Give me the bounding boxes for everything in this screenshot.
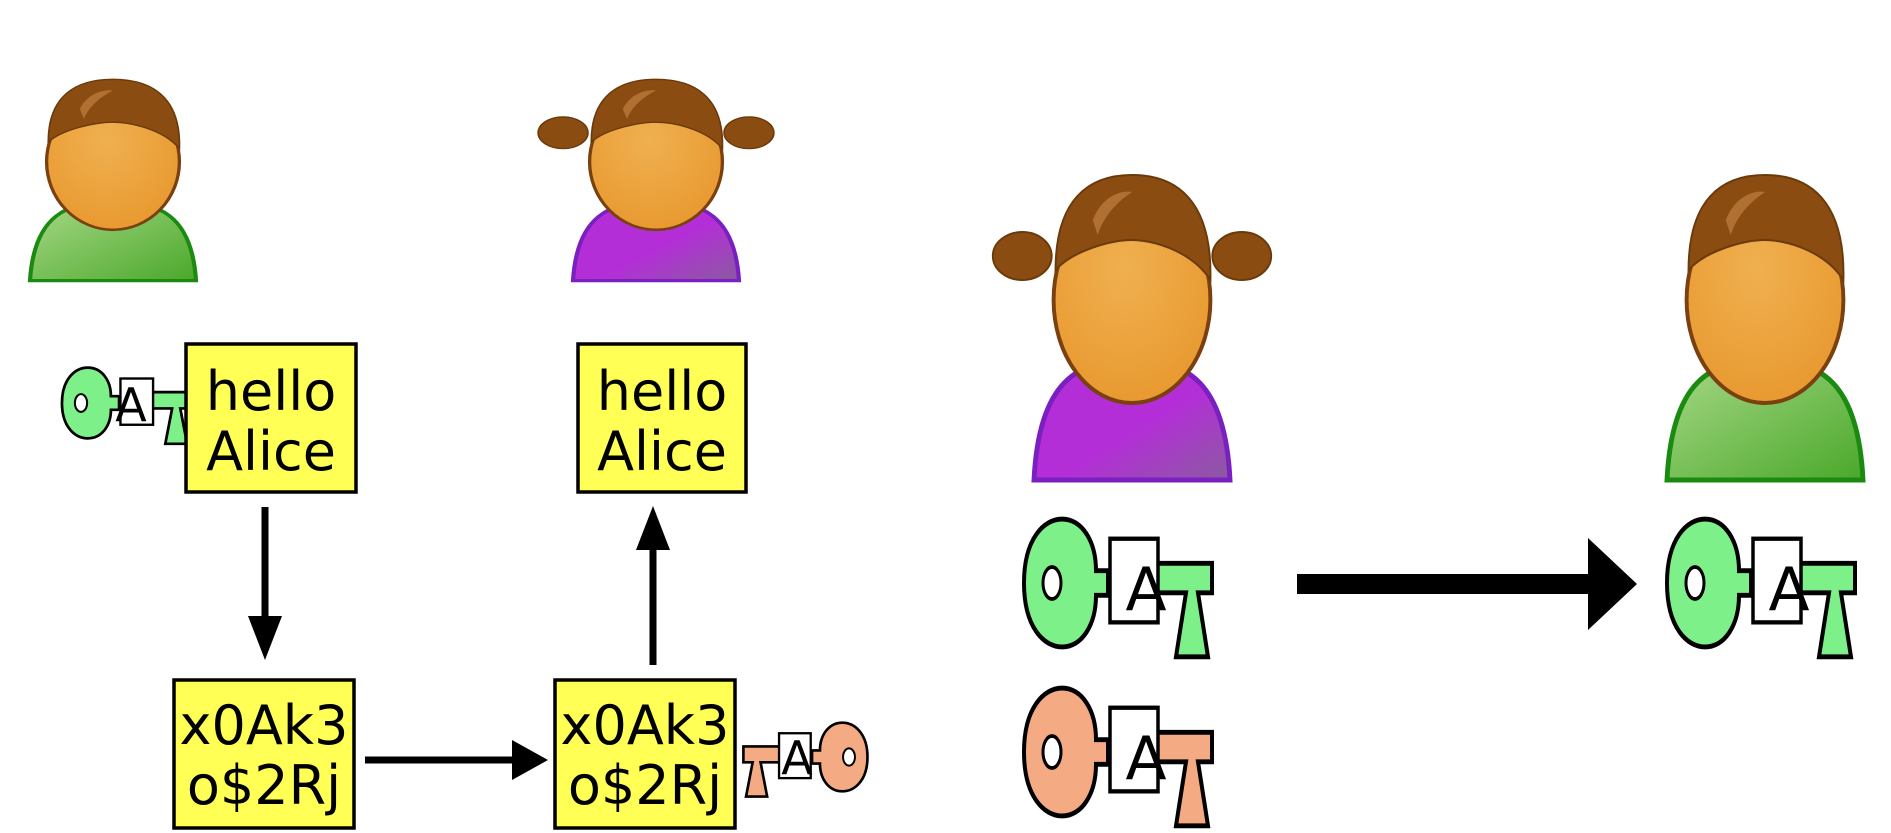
plaintext-copy-line1: hello <box>597 360 728 423</box>
recipient-public-key-label: A <box>1768 555 1809 625</box>
arrow-right-icon <box>365 740 548 780</box>
plaintext-copy-line2: Alice <box>597 420 727 483</box>
share-arrow-icon <box>1297 538 1637 630</box>
key-owner-person-icon <box>993 175 1271 480</box>
owner-public-key-label: A <box>1125 555 1166 625</box>
ciphertext-copy-box: x0Ak3 o$2Rj <box>553 678 737 830</box>
ciphertext-box: x0Ak3 o$2Rj <box>172 678 356 830</box>
sender-person-icon <box>30 79 196 280</box>
plaintext-copy-box: hello Alice <box>576 342 748 494</box>
ciphertext-copy-line2: o$2Rj <box>568 754 722 817</box>
plaintext-line2: Alice <box>206 420 336 483</box>
recipient-public-key-icon <box>1667 519 1855 657</box>
receiver-person-icon <box>538 79 774 280</box>
public-key-label: A <box>115 378 147 432</box>
owner-private-key-label: A <box>1125 724 1166 794</box>
plaintext-line1: hello <box>206 360 337 423</box>
key-recipient-person-icon <box>1667 175 1863 480</box>
ciphertext-copy-line1: x0Ak3 <box>561 694 730 757</box>
owner-private-key-icon <box>1024 688 1212 826</box>
arrow-up-icon <box>636 506 670 665</box>
owner-public-key-icon <box>1024 519 1212 657</box>
ciphertext-line2: o$2Rj <box>187 754 341 817</box>
plaintext-box: hello Alice <box>184 342 358 494</box>
ciphertext-line1: x0Ak3 <box>180 694 349 757</box>
private-key-label: A <box>781 731 813 785</box>
arrow-down-icon <box>248 507 282 660</box>
